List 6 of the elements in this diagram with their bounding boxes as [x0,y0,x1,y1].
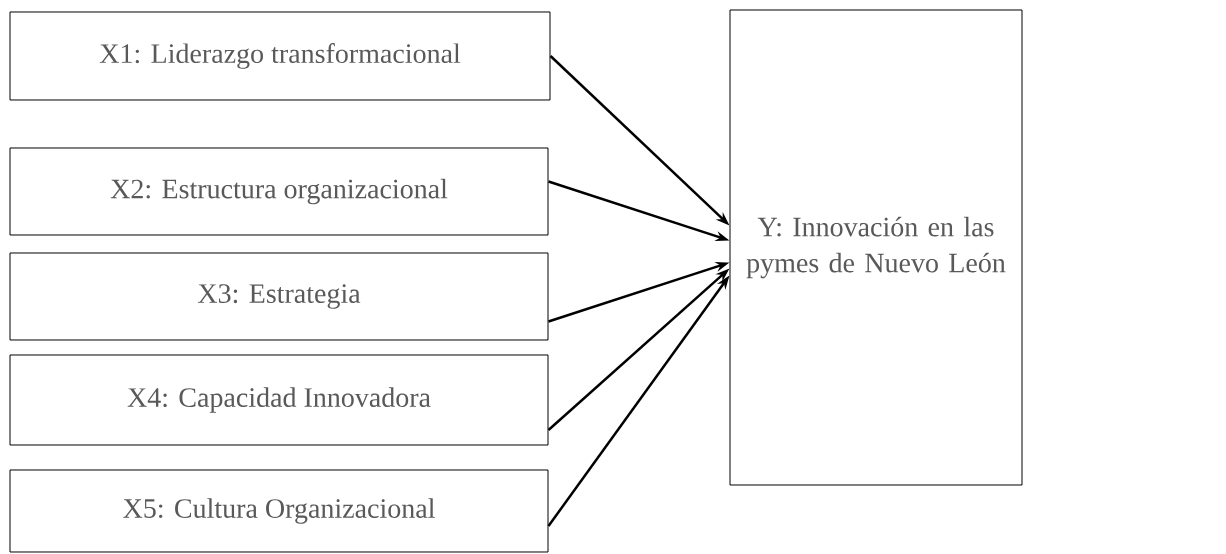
variable-box: X4: Capacidad Innovadora [9,354,549,446]
variable-box: X3: Estrategia [9,252,549,341]
variable-box: X5: Cultura Organizacional [9,469,549,553]
variable-box: Y: Innovación en las pymes de Nuevo León [729,9,1023,486]
variable-box: X2: Estructura organizacional [9,147,549,236]
variable-box: X1: Liderazgo transformacional [9,11,551,101]
